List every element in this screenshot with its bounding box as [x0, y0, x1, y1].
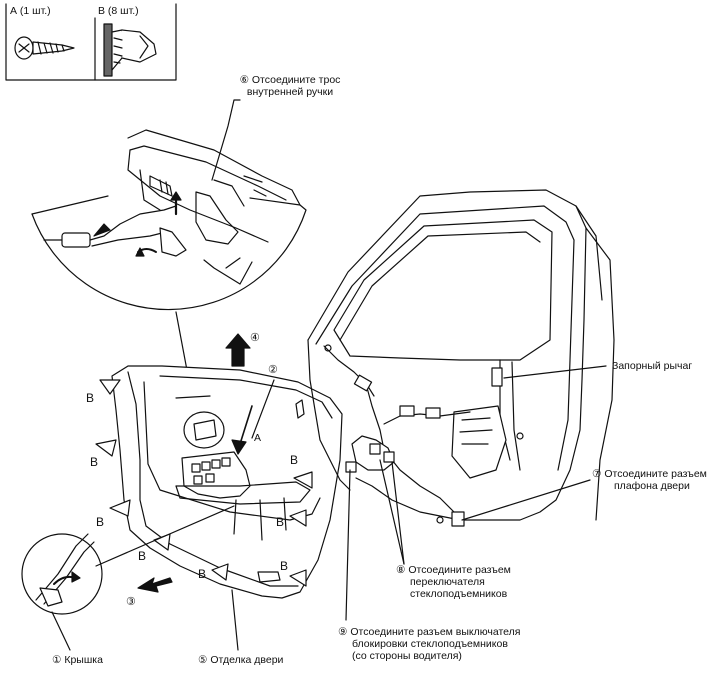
marker-b-3: B: [96, 515, 105, 529]
callout-8-leader-a: [379, 459, 405, 565]
lock-lever-leader: [503, 365, 607, 379]
callout-9-line3: (со стороны водителя): [352, 650, 462, 662]
marker-b-5: B: [198, 567, 207, 581]
detail-circle-cover: [21, 533, 103, 615]
cover-leader: [95, 505, 235, 567]
fastener-legend-box: [5, 3, 177, 81]
callout-9-line1: ⑨ Отсоедините разъем выключателя: [338, 626, 521, 638]
callout-6-line2: внутренней ручки: [246, 86, 334, 98]
callout-6-leader: [211, 99, 241, 181]
callout-5: ⑤ Отделка двери: [198, 654, 284, 666]
lock-lever-label: Запорный рычаг: [612, 360, 693, 372]
callout-7-line2: плафона двери: [614, 480, 690, 492]
marker-b-4: B: [138, 549, 147, 563]
marker-b-1: B: [86, 391, 95, 405]
callout-6-line1: ⑥ Отсоедините трос: [239, 74, 341, 86]
callout-7-line1: ⑦ Отсоедините разъем: [592, 468, 707, 480]
callout-9-line2: блокировки стеклоподъемников: [352, 638, 508, 650]
clip-b-icon: [103, 23, 157, 77]
door-frame: [307, 189, 615, 527]
callout-9: ⑨ Отсоедините разъем выключателя блокиро…: [338, 626, 520, 662]
arrow-a-head: [231, 439, 247, 455]
callout-8-line1: ⑧ Отсоедините разъем: [396, 564, 511, 576]
callout-8-line2: переключателя: [410, 576, 485, 588]
callout-8: ⑧ Отсоедините разъем переключателя стекл…: [396, 564, 511, 600]
callout-4: ④: [250, 332, 260, 344]
callout-1-leader: [51, 611, 71, 651]
arrow-up-4: [225, 333, 251, 367]
callout-7: ⑦ Отсоедините разъем плафона двери: [592, 468, 707, 492]
callout-7-leader: [461, 479, 591, 521]
marker-b-7: B: [276, 515, 285, 529]
arrow-left-3: [137, 577, 173, 593]
callout-9-leader: [345, 469, 351, 621]
callout-5-leader: [231, 589, 239, 651]
callout-3: ③: [126, 596, 136, 608]
callout-1: ① Крышка: [52, 654, 103, 666]
marker-a: A: [254, 432, 262, 444]
arrow-2-leader: [251, 379, 275, 439]
clip-markers: [95, 379, 313, 587]
marker-b-2: B: [90, 455, 99, 469]
callout-2: ②: [268, 364, 278, 376]
marker-b-8: B: [280, 559, 289, 573]
callout-8-line3: стеклоподъемников: [410, 588, 508, 600]
screw-a-icon: [14, 36, 75, 60]
detail-circle-inner-handle: [31, 129, 307, 311]
callout-8-leader-b: [391, 461, 405, 565]
callout-6: ⑥ Отсоедините трос внутренней ручки: [220, 74, 360, 98]
arrow-a: [239, 405, 253, 445]
legend-label-b: В (8 шт.): [98, 5, 139, 17]
marker-b-6: B: [290, 453, 299, 467]
legend-label-a: А (1 шт.): [10, 5, 51, 17]
